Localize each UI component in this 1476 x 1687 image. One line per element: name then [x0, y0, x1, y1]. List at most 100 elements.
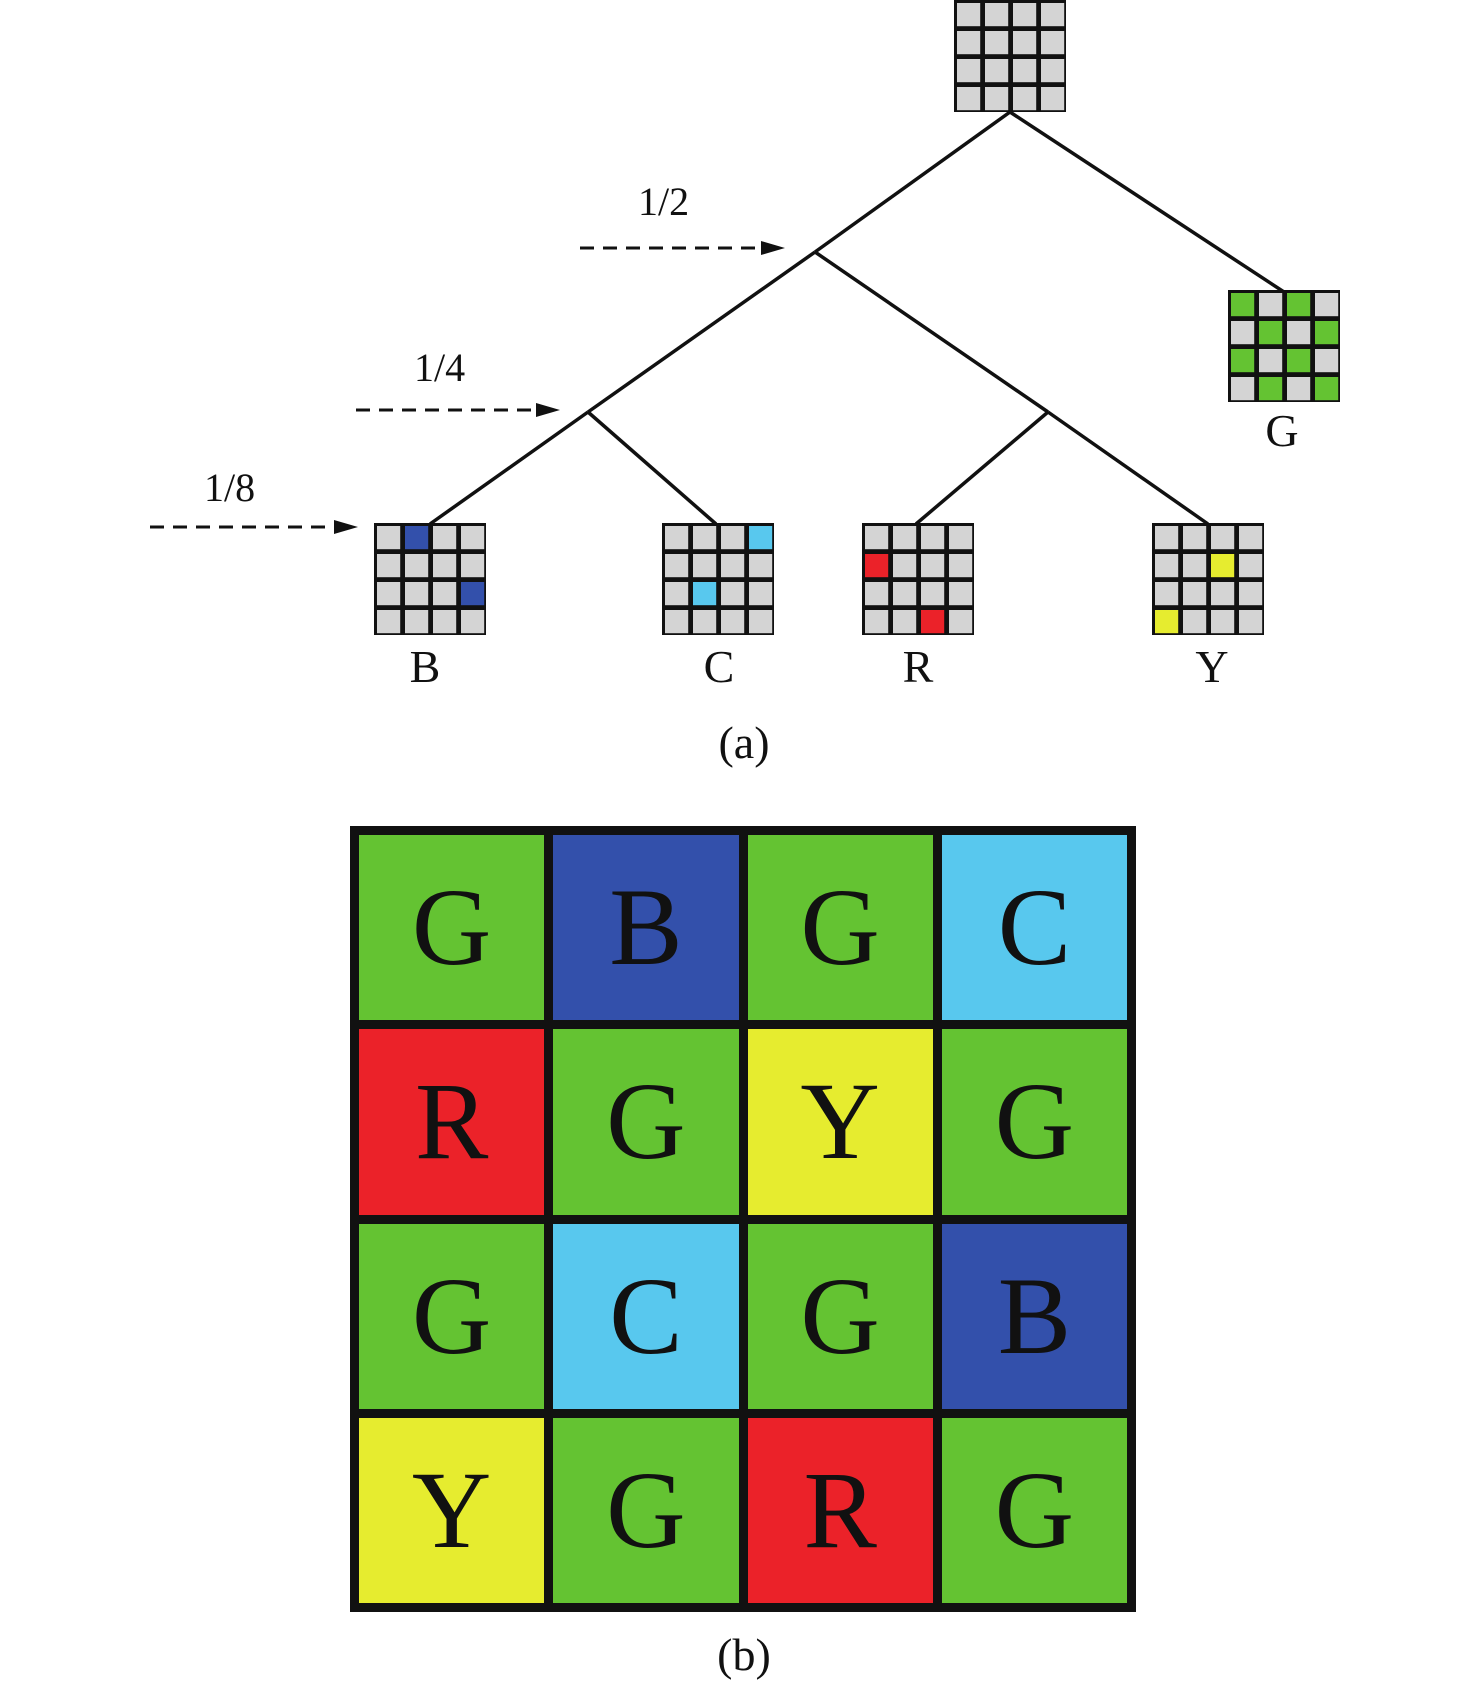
- mini-cell: [1315, 349, 1339, 373]
- mini-cell: [1239, 582, 1263, 606]
- mini-cell: [1259, 377, 1283, 401]
- mini-cell: [1211, 526, 1235, 550]
- edge-quarter-to-b: [428, 410, 590, 526]
- mini-cell: [1287, 321, 1311, 345]
- mini-cell: [433, 582, 457, 606]
- leaf-grid-r: [862, 523, 974, 635]
- mini-cell: [1259, 349, 1283, 373]
- mini-cell: [1287, 293, 1311, 317]
- mini-cell: [949, 582, 973, 606]
- mosaic-cell-y: Y: [747, 1029, 933, 1215]
- mini-cell: [749, 554, 773, 578]
- mini-cell: [665, 582, 689, 606]
- leaf-label-r: R: [902, 641, 934, 692]
- mini-cell: [461, 526, 485, 550]
- mini-cell: [1041, 31, 1065, 55]
- mosaic-cell-g: G: [941, 1029, 1127, 1215]
- mini-cell: [1211, 610, 1235, 634]
- mini-cell: [1183, 554, 1207, 578]
- mini-cell: [1155, 610, 1179, 634]
- mini-cell: [665, 554, 689, 578]
- mosaic-cell-r: R: [359, 1029, 545, 1215]
- mini-cell: [865, 526, 889, 550]
- mini-cell: [377, 554, 401, 578]
- mini-cell: [1183, 582, 1207, 606]
- arrow-half-head: [761, 241, 785, 255]
- mosaic-cell-g: G: [359, 1223, 545, 1409]
- mini-cell: [405, 554, 429, 578]
- mini-cell: [1155, 582, 1179, 606]
- mini-cell: [721, 582, 745, 606]
- mini-cell: [1287, 349, 1311, 373]
- mini-cell: [921, 610, 945, 634]
- mosaic-cell-y: Y: [359, 1417, 545, 1603]
- mini-cell: [1231, 293, 1255, 317]
- mosaic-cell-c: C: [941, 835, 1127, 1021]
- tree-nodes: [374, 0, 1340, 635]
- mini-cell: [985, 87, 1009, 111]
- edge-root-to-half: [813, 110, 1012, 254]
- edge-root-to-g: [1009, 110, 1285, 294]
- mini-cell: [1239, 610, 1263, 634]
- leaf-grid-y: [1152, 523, 1264, 635]
- mini-cell: [921, 554, 945, 578]
- leaf-grid-b: [374, 523, 486, 635]
- mini-cell: [893, 582, 917, 606]
- mini-cell: [985, 31, 1009, 55]
- mini-cell: [721, 610, 745, 634]
- mini-cell: [957, 87, 981, 111]
- mini-cell: [1183, 610, 1207, 634]
- leaf-grid-c: [662, 523, 774, 635]
- mini-cell: [433, 554, 457, 578]
- arrow-eighth-head: [334, 520, 358, 534]
- mini-cell: [721, 526, 745, 550]
- mini-cell: [1315, 321, 1339, 345]
- mini-cell: [1239, 526, 1263, 550]
- caption-b: (b): [717, 1629, 771, 1680]
- mosaic-cell-g: G: [941, 1417, 1127, 1603]
- mini-cell: [957, 3, 981, 27]
- tree-edges: [428, 110, 1285, 526]
- mini-cell: [405, 582, 429, 606]
- mini-cell: [1315, 377, 1339, 401]
- mini-cell: [957, 59, 981, 83]
- mosaic-cell-b: B: [941, 1223, 1127, 1409]
- mosaic-cell-g: G: [747, 835, 933, 1021]
- mini-cell: [1013, 31, 1037, 55]
- mini-cell: [693, 610, 717, 634]
- mini-cell: [461, 582, 485, 606]
- mini-cell: [693, 582, 717, 606]
- edge-ry-to-y: [1046, 410, 1210, 526]
- leaf-grid-g: [1228, 290, 1340, 402]
- mini-cell: [893, 526, 917, 550]
- mini-cell: [1287, 377, 1311, 401]
- mini-cell: [1231, 349, 1255, 373]
- edge-half-to-ry: [814, 250, 1049, 414]
- mosaic-cell-g: G: [747, 1223, 933, 1409]
- mini-cell: [949, 610, 973, 634]
- mini-cell: [949, 526, 973, 550]
- mini-cell: [1041, 59, 1065, 83]
- mini-cell: [949, 554, 973, 578]
- mini-cell: [433, 526, 457, 550]
- mini-cell: [1231, 321, 1255, 345]
- mosaic-cell-r: R: [747, 1417, 933, 1603]
- mini-cell: [377, 582, 401, 606]
- mini-cell: [1013, 3, 1037, 27]
- mosaic-cell-g: G: [553, 1029, 739, 1215]
- mini-cell: [985, 59, 1009, 83]
- fraction-label-quarter: 1/4: [414, 345, 466, 390]
- mini-cell: [865, 610, 889, 634]
- mini-cell: [1231, 377, 1255, 401]
- mini-cell: [865, 554, 889, 578]
- mini-cell: [921, 526, 945, 550]
- mosaic-cell-b: B: [553, 835, 739, 1021]
- fraction-label-eighth: 1/8: [204, 465, 256, 510]
- mini-cell: [405, 610, 429, 634]
- mini-cell: [721, 554, 745, 578]
- mini-cell: [693, 554, 717, 578]
- mini-cell: [985, 3, 1009, 27]
- mini-cell: [1013, 87, 1037, 111]
- mini-cell: [749, 526, 773, 550]
